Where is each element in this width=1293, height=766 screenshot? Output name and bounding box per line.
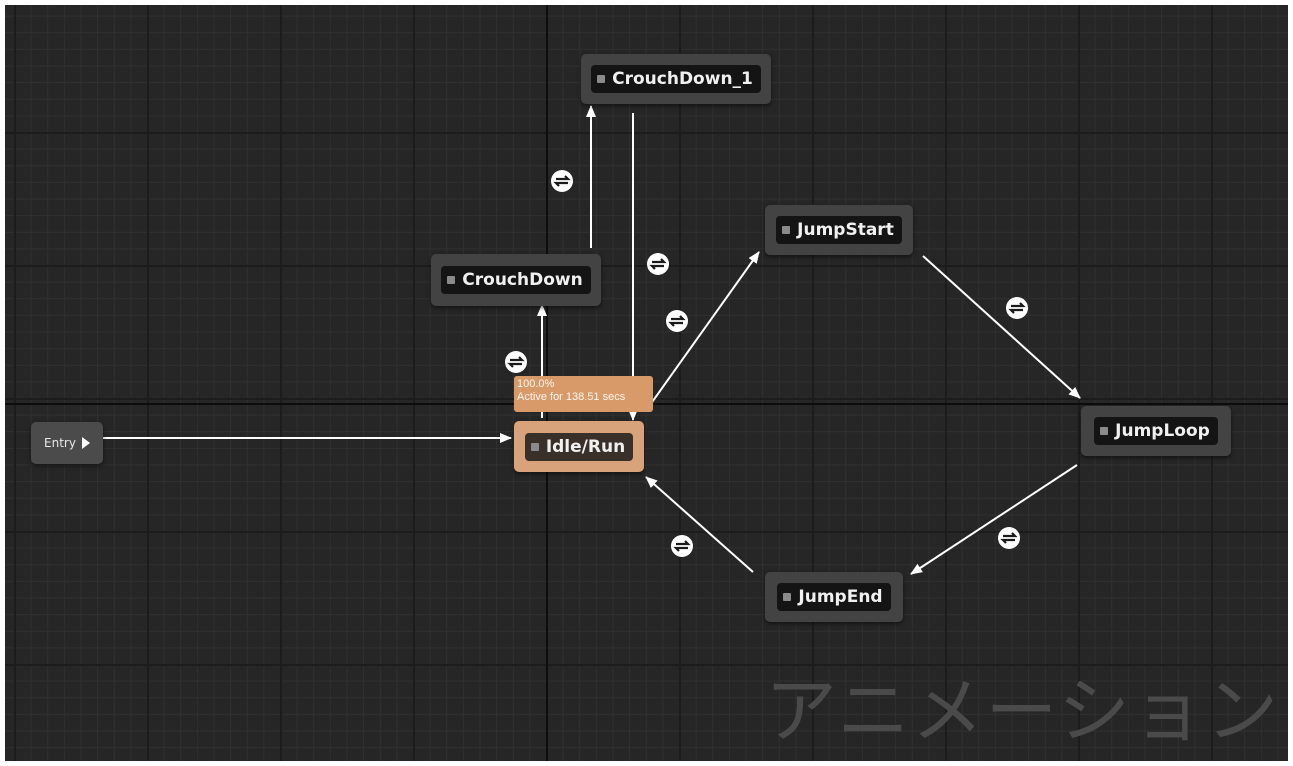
wire-idle-run-to-jumpstart[interactable]: [649, 251, 760, 406]
wire-jumploop-to-jumpend[interactable]: [910, 464, 1078, 575]
transition-rule-icon[interactable]: [647, 253, 669, 275]
state-square-icon: [597, 75, 606, 83]
state-label: JumpEnd: [798, 587, 883, 607]
state-node-jumpstart[interactable]: JumpStart: [765, 205, 913, 255]
transition-rule-icon[interactable]: [998, 527, 1020, 549]
state-active-time: Active for 138.51 secs: [517, 391, 626, 403]
state-label: CrouchDown_1: [612, 69, 753, 89]
wire-jumpstart-to-jumploop[interactable]: [922, 255, 1081, 399]
state-weight: 100.0%: [517, 378, 555, 390]
state-square-icon: [782, 226, 791, 234]
state-label: CrouchDown: [462, 270, 583, 290]
state-node-idle-run[interactable]: Idle/Run: [514, 421, 644, 472]
state-square-icon: [447, 276, 456, 284]
entry-label: Entry: [44, 436, 76, 450]
wire-jumpend-to-idle-run[interactable]: [645, 476, 754, 573]
state-node-jumploop[interactable]: JumpLoop: [1081, 406, 1231, 456]
entry-node[interactable]: Entry: [31, 422, 103, 464]
state-square-icon: [530, 442, 539, 451]
state-label: JumpStart: [797, 220, 894, 240]
entry-pin-icon[interactable]: [81, 437, 90, 449]
active-state-tooltip: 100.0% Active for 138.51 secs: [514, 376, 653, 412]
state-machine-graph-canvas[interactable]: Entry 100.0% Active for 138.51 secs Crou…: [5, 5, 1288, 761]
state-label: JumpLoop: [1115, 421, 1210, 441]
transition-rule-icon[interactable]: [505, 351, 527, 373]
transition-wires: [103, 105, 1081, 575]
transition-rule-icon[interactable]: [1006, 297, 1028, 319]
state-node-jumpend[interactable]: JumpEnd: [765, 572, 903, 622]
state-square-icon: [1100, 427, 1109, 435]
state-square-icon: [783, 593, 792, 601]
transition-rule-icon[interactable]: [671, 535, 693, 557]
transition-rule-icon[interactable]: [666, 310, 688, 332]
transition-rule-icon[interactable]: [551, 170, 573, 192]
animation-mode-watermark: アニメーション: [764, 669, 1280, 753]
state-node-crouchdown[interactable]: CrouchDown: [431, 254, 601, 306]
state-label: Idle/Run: [545, 436, 626, 457]
state-node-crouchdown-1[interactable]: CrouchDown_1: [581, 54, 771, 104]
